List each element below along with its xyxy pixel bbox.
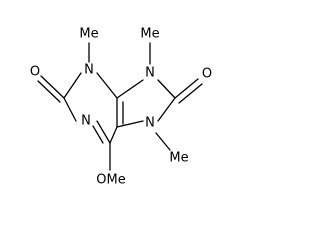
methoxy-label: OMe (96, 173, 125, 188)
bond-n1-c6-double (92, 125, 104, 144)
bond-c8-o8-double (178, 83, 203, 104)
bond-c2-n1 (63, 97, 77, 122)
bonds (37, 42, 203, 171)
atom-n7-label: N (145, 116, 155, 131)
methyl-n7-label: Me (169, 151, 188, 166)
chemical-structure: N N N N O O OMe Me Me Me (30, 27, 212, 188)
bond-c8-n7 (157, 97, 176, 122)
atom-labels: N N N N O O OMe Me Me Me (30, 27, 212, 188)
bond-n7-c5 (116, 120, 144, 128)
bond-n7-me (155, 132, 171, 151)
methyl-n9-label: Me (140, 27, 159, 42)
atom-n1-label: N (81, 114, 91, 129)
bond-n9-c8 (157, 79, 176, 99)
bond-n1-c6 (96, 120, 111, 144)
methyl-n3-label: Me (79, 27, 98, 42)
bond-c6-c5 (109, 126, 118, 144)
bond-c4-n3 (96, 72, 118, 99)
atom-n9-label: N (145, 66, 155, 81)
bond-c8-o8 (174, 78, 199, 99)
bond-c4-n9 (116, 79, 144, 99)
bond-c2-o2-double (37, 80, 61, 103)
bond-c2-o2 (40, 75, 65, 99)
bond-n3-c2 (63, 72, 82, 99)
atom-o8-label: O (202, 67, 212, 82)
atom-o2-label: O (30, 65, 40, 80)
atom-n3-label: N (84, 63, 94, 78)
